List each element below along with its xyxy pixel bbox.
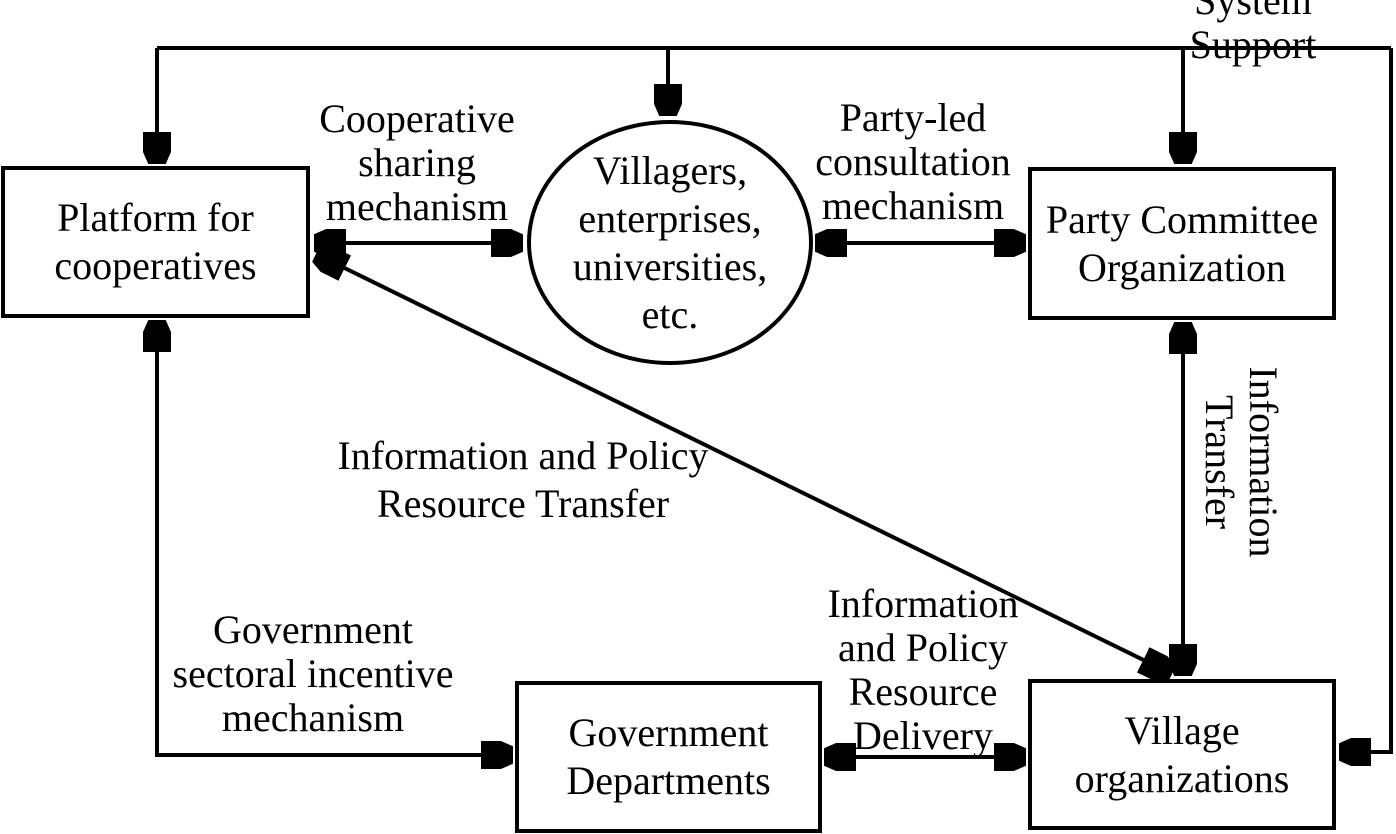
label-cooperative-sharing-mechanism: Cooperative sharing mechanism xyxy=(319,96,515,229)
label-info-policy-resource-transfer: Information and Policy Resource Transfer xyxy=(337,433,709,526)
label-party-led-consultation-mechanism: Party-led consultation mechanism xyxy=(815,95,1011,228)
system-support-right-rail-village-arrow xyxy=(1339,48,1393,752)
label-government-sectoral-incentive-mechanism: Government sectoral incentive mechanism xyxy=(172,607,454,740)
node-government-departments: Government Departments xyxy=(515,681,822,833)
node-party-committee-organization: Party Committee Organization xyxy=(1028,167,1336,320)
node-village-organizations: Village organizations xyxy=(1028,679,1336,830)
label-info-policy-resource-delivery: Information and Policy Resource Delivery xyxy=(827,581,1019,758)
label-system-support: System Support xyxy=(1189,0,1317,67)
government-sectoral-incentive-arrow xyxy=(157,320,513,755)
node-platform-for-cooperatives: Platform for cooperatives xyxy=(1,166,310,318)
label-information-transfer: Information Transfer xyxy=(1197,366,1286,558)
node-villagers-enterprises-universities: Villagers, enterprises, universities, et… xyxy=(527,120,813,365)
